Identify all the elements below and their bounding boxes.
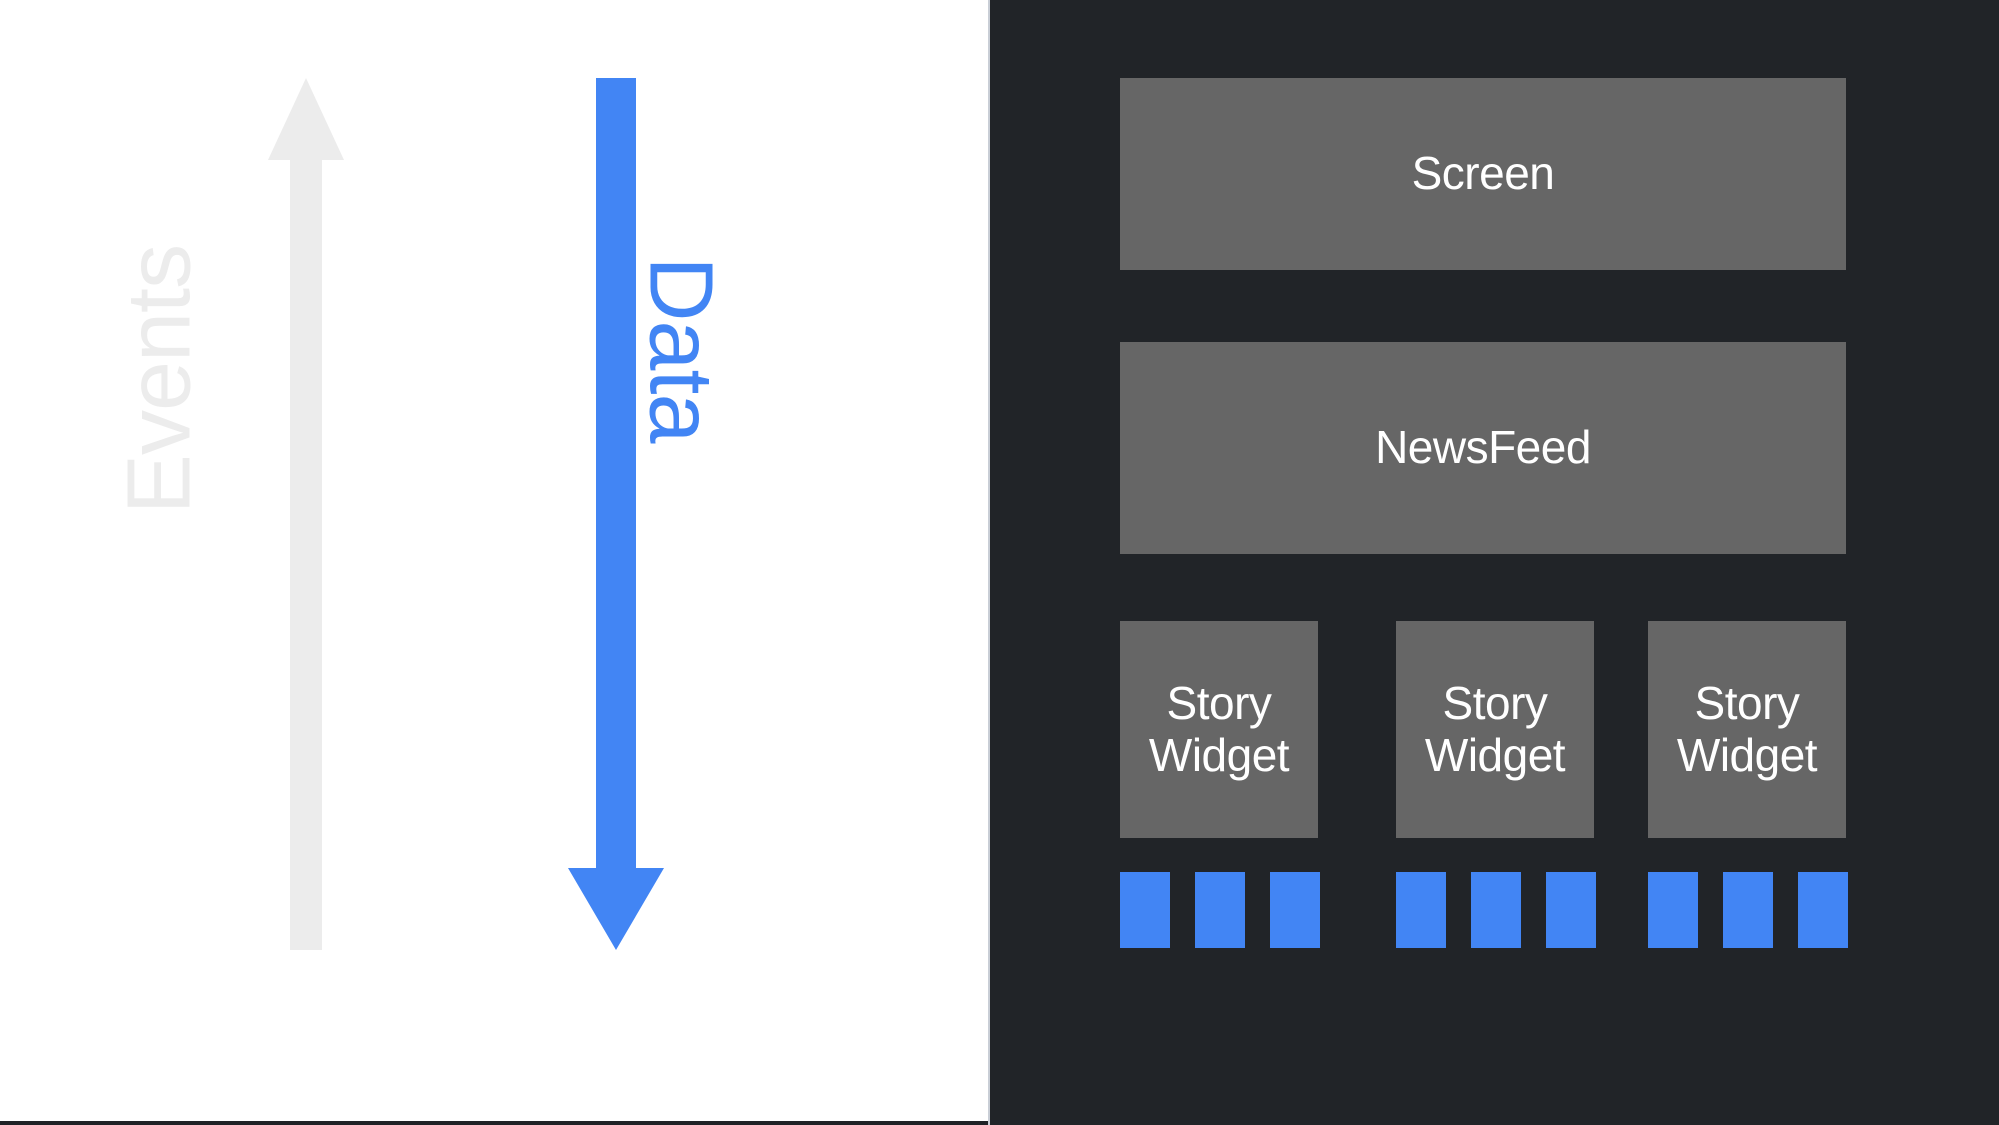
node-newsfeed-label: NewsFeed: [1375, 421, 1591, 474]
arrow-up-icon: [268, 78, 344, 950]
node-story-widget-1-label: Story Widget: [1148, 676, 1290, 781]
node-screen[interactable]: Screen: [1120, 78, 1846, 270]
leaf-node[interactable]: [1270, 872, 1320, 948]
node-story-widget-2-label: Story Widget: [1424, 676, 1566, 781]
story-widget-1-line1: Story: [1166, 676, 1272, 729]
node-story-widget-1[interactable]: Story Widget: [1120, 621, 1318, 838]
leaf-node[interactable]: [1648, 872, 1698, 948]
story-widget-3-line1: Story: [1694, 676, 1800, 729]
widget-tree-pane: Screen NewsFeed Story Widget Story Widge…: [990, 0, 1999, 1125]
node-story-widget-2[interactable]: Story Widget: [1396, 621, 1594, 838]
data-flow-label: Data: [630, 256, 731, 443]
node-story-widget-3[interactable]: Story Widget: [1648, 621, 1846, 838]
leaf-node[interactable]: [1195, 872, 1245, 948]
leaf-node[interactable]: [1546, 872, 1596, 948]
leaf-row-story-widget-2: [1396, 872, 1596, 948]
leaf-node[interactable]: [1798, 872, 1848, 948]
story-widget-2-line1: Story: [1442, 676, 1548, 729]
node-newsfeed[interactable]: NewsFeed: [1120, 342, 1846, 554]
leaf-node[interactable]: [1120, 872, 1170, 948]
leaf-node[interactable]: [1471, 872, 1521, 948]
leaf-row-story-widget-1: [1120, 872, 1320, 948]
story-widget-3-line2: Widget: [1676, 728, 1818, 781]
bottom-divider: [0, 1121, 989, 1125]
leaf-row-story-widget-3: [1648, 872, 1848, 948]
flow-legend-pane: Events Data: [0, 0, 989, 1125]
events-flow-label: Events: [109, 244, 210, 515]
leaf-node[interactable]: [1396, 872, 1446, 948]
arrow-down-icon: [568, 78, 664, 950]
pane-divider: [988, 0, 990, 1125]
leaf-node[interactable]: [1723, 872, 1773, 948]
story-widget-1-line2: Widget: [1148, 728, 1290, 781]
node-screen-label: Screen: [1411, 147, 1555, 200]
node-story-widget-3-label: Story Widget: [1676, 676, 1818, 781]
story-widget-2-line2: Widget: [1424, 728, 1566, 781]
